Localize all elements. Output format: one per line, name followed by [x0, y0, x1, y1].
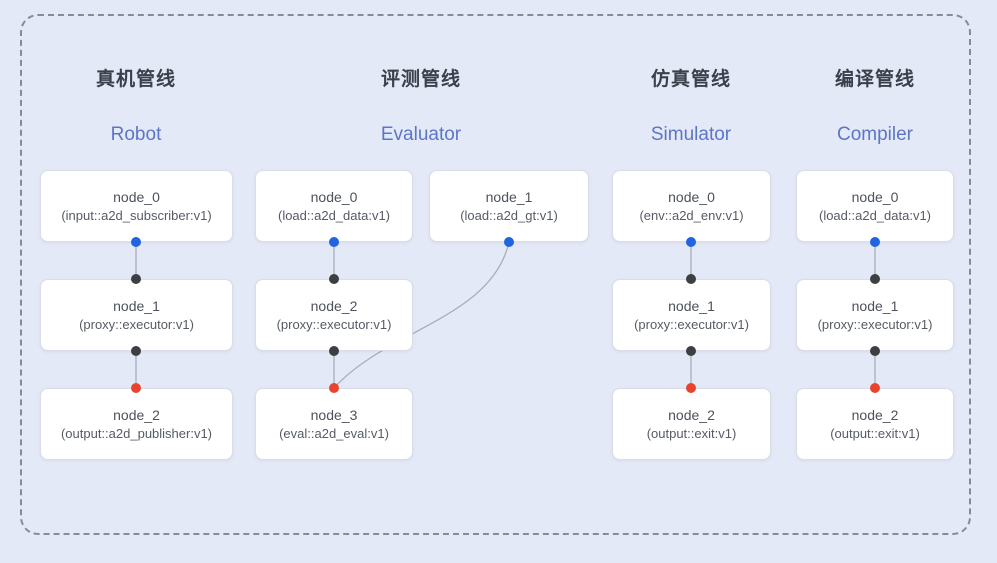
- sink-port-dot: [870, 383, 880, 393]
- input-port-dot: [870, 274, 880, 284]
- node-name: node_0: [113, 189, 160, 205]
- node-name: node_2: [668, 407, 715, 423]
- node-card-robot-node1: node_1 (proxy::executor:v1): [40, 279, 233, 351]
- node-card-evaluator-node2: node_2 (proxy::executor:v1): [255, 279, 413, 351]
- node-name: node_2: [113, 407, 160, 423]
- sink-port-dot: [329, 383, 339, 393]
- pipeline-subtitle-robot: Robot: [110, 124, 162, 145]
- input-port-dot: [329, 274, 339, 284]
- pipeline-title-evaluator: 评测管线: [380, 69, 461, 90]
- output-port-dot-dark: [329, 346, 339, 356]
- output-port-dot-dark: [686, 346, 696, 356]
- pipeline-subtitle-compiler: Compiler: [836, 124, 914, 145]
- node-card-evaluator-node1: node_1 (load::a2d_gt:v1): [429, 170, 589, 242]
- input-port-dot: [686, 274, 696, 284]
- node-detail: (input::a2d_subscriber:v1): [61, 208, 212, 223]
- input-port-dot: [131, 274, 141, 284]
- pipeline-title-compiler: 编译管线: [834, 69, 915, 90]
- output-port-dot: [870, 237, 880, 247]
- node-detail: (proxy::executor:v1): [634, 317, 749, 332]
- node-card-simulator-node2: node_2 (output::exit:v1): [612, 388, 771, 460]
- node-detail: (output::exit:v1): [830, 426, 920, 441]
- node-card-compiler-node2: node_2 (output::exit:v1): [796, 388, 954, 460]
- node-card-robot-node0: node_0 (input::a2d_subscriber:v1): [40, 170, 233, 242]
- node-card-simulator-node1: node_1 (proxy::executor:v1): [612, 279, 771, 351]
- node-detail: (load::a2d_data:v1): [818, 208, 932, 223]
- pipeline-subtitle-evaluator: Evaluator: [380, 124, 462, 145]
- node-detail: (proxy::executor:v1): [276, 317, 392, 332]
- node-name: node_0: [310, 189, 358, 205]
- node-card-simulator-node0: node_0 (env::a2d_env:v1): [612, 170, 771, 242]
- node-name: node_3: [310, 407, 358, 423]
- node-detail: (proxy::executor:v1): [817, 317, 933, 332]
- output-port-dot: [329, 237, 339, 247]
- node-detail: (eval::a2d_eval:v1): [279, 426, 389, 441]
- node-card-robot-node2: node_2 (output::a2d_publisher:v1): [40, 388, 233, 460]
- node-card-evaluator-node0: node_0 (load::a2d_data:v1): [255, 170, 413, 242]
- output-port-dot: [504, 237, 514, 247]
- output-port-dot-dark: [870, 346, 880, 356]
- node-detail: (load::a2d_data:v1): [277, 208, 391, 223]
- node-detail: (env::a2d_env:v1): [639, 208, 744, 223]
- node-name: node_2: [310, 298, 358, 314]
- pipeline-title-simulator: 仿真管线: [650, 69, 731, 90]
- node-card-compiler-node0: node_0 (load::a2d_data:v1): [796, 170, 954, 242]
- output-port-dot: [131, 237, 141, 247]
- output-port-dot: [686, 237, 696, 247]
- node-detail: (output::a2d_publisher:v1): [60, 426, 213, 441]
- node-name: node_1: [668, 298, 715, 314]
- node-name: node_2: [851, 407, 899, 423]
- node-name: node_0: [851, 189, 899, 205]
- dashed-frame: [20, 14, 971, 535]
- pipeline-title-robot: 真机管线: [95, 69, 176, 90]
- node-name: node_1: [485, 189, 533, 205]
- node-detail: (proxy::executor:v1): [79, 317, 194, 332]
- node-card-compiler-node1: node_1 (proxy::executor:v1): [796, 279, 954, 351]
- sink-port-dot: [686, 383, 696, 393]
- node-card-evaluator-node3: node_3 (eval::a2d_eval:v1): [255, 388, 413, 460]
- node-name: node_0: [668, 189, 715, 205]
- node-detail: (output::exit:v1): [646, 426, 737, 441]
- output-port-dot-dark: [131, 346, 141, 356]
- node-name: node_1: [851, 298, 899, 314]
- connector-curve: [333, 241, 510, 389]
- node-name: node_1: [113, 298, 160, 314]
- pipeline-subtitle-simulator: Simulator: [650, 124, 732, 145]
- node-detail: (load::a2d_gt:v1): [460, 208, 558, 223]
- sink-port-dot: [131, 383, 141, 393]
